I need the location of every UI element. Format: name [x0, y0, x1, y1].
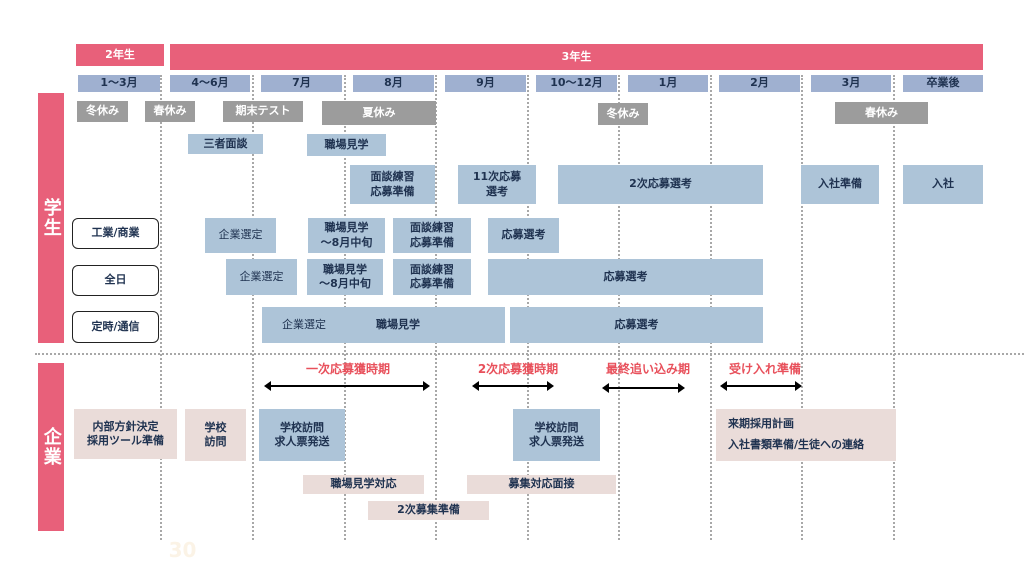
task-label: 企業選定	[282, 317, 326, 331]
task-bar: 面談練習 応募準備	[350, 165, 435, 204]
divider	[252, 75, 254, 540]
company-task: 学校訪問 求人票発送	[513, 409, 600, 461]
month-header: 10〜12月	[536, 75, 617, 92]
course-label-teiji: 定時/通信	[72, 311, 159, 343]
double-arrow-icon	[602, 383, 685, 393]
company-task: 募集対応面接	[467, 475, 616, 494]
task-bar: 企業選定	[205, 218, 276, 253]
company-task: 学校 訪問	[185, 409, 246, 461]
task-bar: 企業選定	[226, 259, 297, 295]
school-event: 夏休み	[322, 101, 436, 125]
month-header: 1月	[628, 75, 708, 92]
month-header: 2月	[719, 75, 800, 92]
month-header: 8月	[353, 75, 434, 92]
month-header: 3月	[811, 75, 891, 92]
month-header: 7月	[261, 75, 342, 92]
student-section-label: 学生	[38, 93, 64, 343]
school-event: 春休み	[835, 102, 928, 124]
school-event: 冬休み	[598, 103, 648, 125]
company-task: 学校訪問 求人票発送	[259, 409, 345, 461]
task-bar: 応募選考	[510, 307, 763, 343]
page-number: 30	[168, 538, 197, 562]
task-bar: 応募選考	[488, 218, 559, 253]
company-task: 内部方針決定 採用ツール準備	[74, 409, 177, 459]
double-arrow-icon	[720, 381, 802, 391]
task-bar: 11次応募 選考	[458, 165, 536, 204]
task-bar: 応募選考	[488, 259, 763, 295]
task-bar: 三者面談	[188, 134, 263, 154]
task-bar: 入社準備	[801, 165, 879, 204]
section-divider	[35, 353, 1024, 355]
period-label: 最終追い込み期	[605, 362, 690, 377]
company-task: 職場見学対応	[303, 475, 424, 494]
school-event: 期末テスト	[223, 101, 303, 122]
task-bar: 職場見学	[307, 134, 386, 156]
task-bar: 入社	[903, 165, 983, 204]
course-label-zennichi: 全日	[72, 265, 159, 296]
company-task: 2次募集準備	[368, 501, 489, 520]
divider	[893, 75, 895, 540]
school-event: 冬休み	[77, 101, 128, 122]
task-bar: 面談練習 応募準備	[393, 259, 471, 295]
month-header: 9月	[445, 75, 526, 92]
task-label: 職場見学	[376, 317, 420, 331]
company-section-label: 企業	[38, 363, 64, 531]
task-bar: 面談練習 応募準備	[393, 218, 471, 253]
divider	[801, 75, 803, 540]
task-bar: 企業選定 職場見学	[262, 307, 505, 343]
month-header: 1〜3月	[78, 75, 160, 92]
task-bar: 2次応募選考	[558, 165, 763, 204]
grade-3-bar: 3年生	[170, 44, 983, 70]
double-arrow-icon	[472, 381, 554, 391]
period-label: 2次応募獲時期	[477, 362, 559, 377]
school-event: 春休み	[145, 101, 195, 122]
task-bar: 職場見学 〜8月中旬	[308, 218, 385, 253]
grade-2-bar: 2年生	[76, 44, 164, 66]
company-task: 来期採用計画 入社書類準備/生徒への連絡	[716, 409, 896, 461]
divider	[160, 75, 162, 540]
double-arrow-icon	[264, 381, 430, 391]
period-label: 一次応募獲時期	[305, 362, 390, 377]
month-header: 卒業後	[903, 75, 983, 92]
task-bar: 職場見学 〜8月中旬	[307, 259, 383, 295]
period-label: 受け入れ準備	[728, 362, 801, 377]
month-header: 4〜6月	[170, 75, 250, 92]
course-label-kogyo: 工業/商業	[72, 218, 159, 249]
